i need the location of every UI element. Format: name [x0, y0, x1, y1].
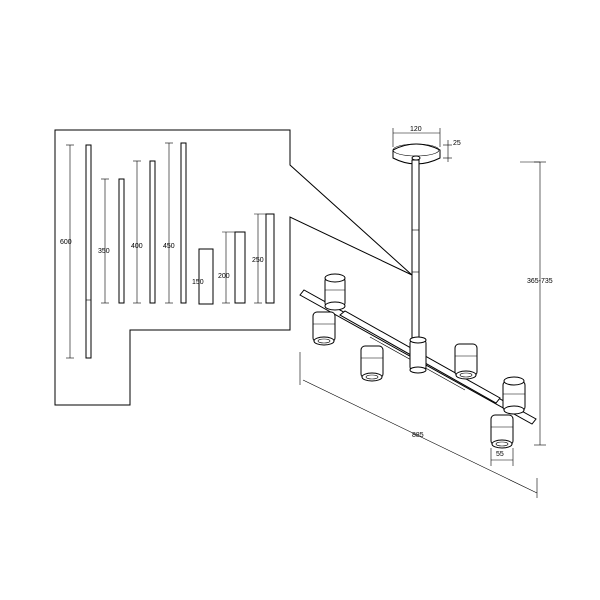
spot-light [490, 414, 514, 449]
canopy-height-label: 25 [453, 140, 461, 147]
shade-diameter-dimension: 55 [490, 448, 514, 466]
rod-variant-450: 450 [163, 142, 187, 304]
rod-variants-panel [54, 129, 413, 406]
rod-length-label: 150 [192, 279, 204, 286]
spot-light [502, 376, 526, 415]
total-length-dimension: 885 [299, 352, 538, 498]
rod-length-label: 600 [60, 239, 72, 246]
rod-variant-200: 200 [218, 231, 246, 304]
canopy [392, 143, 441, 165]
canopy-height-dimension: 25 [443, 140, 461, 162]
canopy-diameter-label: 120 [410, 126, 422, 133]
rod-length-label: 250 [252, 257, 264, 264]
total-height-dimension: 365-735 [520, 161, 553, 446]
total-height-label: 365-735 [527, 278, 553, 285]
rod-length-label: 450 [163, 243, 175, 250]
shade-diameter-label: 55 [496, 451, 504, 458]
spot-light [360, 345, 384, 382]
rod-variant-350: 350 [98, 178, 125, 304]
spot-light [312, 311, 336, 346]
total-length-label: 885 [412, 432, 424, 439]
spot-light [324, 273, 346, 311]
rod-variant-600: 600 [60, 144, 92, 359]
spot-light [454, 343, 478, 380]
rod-variant-400: 400 [131, 160, 156, 304]
canopy-diameter-dimension: 120 [392, 126, 441, 147]
rod-length-label: 350 [98, 248, 110, 255]
rod-variant-250: 250 [252, 213, 275, 304]
rod-length-label: 400 [131, 243, 143, 250]
rod-variant-150: 150 [192, 248, 214, 305]
center-hub [409, 336, 427, 374]
suspension-rod [411, 159, 420, 347]
rod-length-label: 200 [218, 273, 230, 280]
